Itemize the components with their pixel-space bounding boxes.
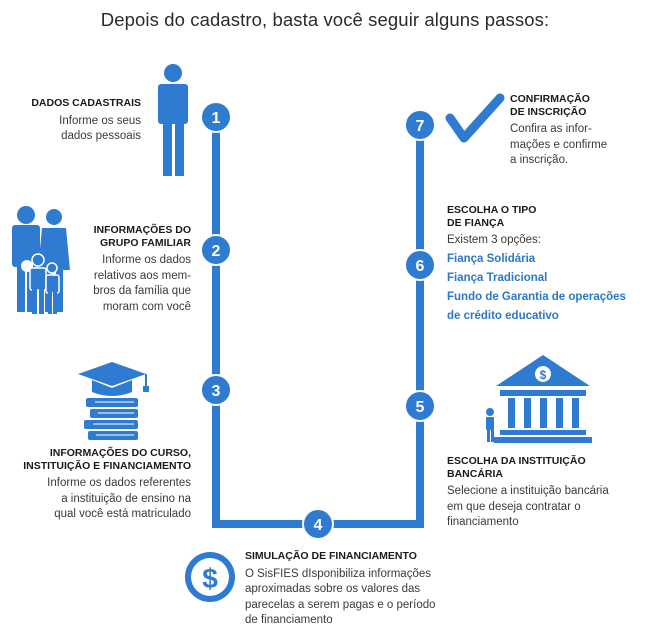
step-4-description-line: aproximadas sobre os valores das xyxy=(245,583,421,595)
step-3-heading: INSTITUIÇÃO E FINANCIAMENTO xyxy=(23,459,191,472)
step-5-description-line: em que deseja contratar o xyxy=(447,500,581,513)
step-2-text: INFORMAÇÕES DO GRUPO FAMILIAR Informe os… xyxy=(70,224,191,315)
step-number-4: 4 xyxy=(314,517,323,534)
step-6-description-line: Existem 3 opções: xyxy=(447,234,541,246)
step-7-text: CONFIRMAÇÃO DE INSCRIÇÃO Confira as info… xyxy=(510,93,645,169)
step-3-description-line: qual você está matriculado xyxy=(54,508,191,520)
step-number-5: 5 xyxy=(416,399,425,416)
step-2-description-line: Informe os dados xyxy=(102,254,191,266)
step-3-heading: INFORMAÇÕES DO CURSO, xyxy=(49,447,191,459)
fianca-option: de crédito educativo xyxy=(447,309,559,322)
step-2-heading: INFORMAÇÕES DO xyxy=(93,224,191,236)
svg-text:$: $ xyxy=(540,368,547,382)
step-2-description-line: bros da família que xyxy=(93,285,191,297)
step-marker-7: 7 xyxy=(404,109,436,141)
graduation-books-icon xyxy=(78,362,149,440)
step-1-description-line: dados pessoais xyxy=(61,130,141,142)
step-number-3: 3 xyxy=(212,383,221,400)
step-5-heading: BANCÁRIA xyxy=(447,467,503,480)
checkmark-icon xyxy=(445,93,505,143)
step-number-1: 1 xyxy=(212,110,221,127)
step-7-heading: DE INSCRIÇÃO xyxy=(510,105,587,118)
step-marker-4: 4 xyxy=(302,508,334,540)
step-number-6: 6 xyxy=(416,258,425,275)
step-1-description-line: Informe os seus xyxy=(59,114,141,127)
step-5-description-line: financiamento xyxy=(447,516,519,528)
step-marker-3: 3 xyxy=(200,374,232,406)
step-4-heading: SIMULAÇÃO DE FINANCIAMENTO xyxy=(245,550,417,562)
step-5-text: ESCOLHA DA INSTITUIÇÃO BANCÁRIA Selecion… xyxy=(447,455,642,531)
step-1-text: DADOS CADASTRAIS Informe os seus dados p… xyxy=(10,97,141,145)
step-3-description-line: Informe os dados referentes xyxy=(47,477,191,489)
person-icon xyxy=(158,64,188,176)
svg-text:$: $ xyxy=(202,563,218,594)
fianca-option: Fiança Solidária xyxy=(447,252,536,265)
step-4-text: SIMULAÇÃO DE FINANCIAMENTO O SisFIES dIs… xyxy=(245,550,475,629)
dollar-circle-icon: $ xyxy=(185,552,235,602)
family-icon xyxy=(12,206,70,314)
step-number-2: 2 xyxy=(212,243,221,260)
step-2-heading: GRUPO FAMILIAR xyxy=(100,236,191,249)
flow-path xyxy=(212,117,424,528)
step-7-heading: CONFIRMAÇÃO xyxy=(510,93,590,105)
step-5-heading: ESCOLHA DA INSTITUIÇÃO xyxy=(447,455,586,467)
fianca-option: Fiança Tradicional xyxy=(447,271,548,284)
step-1-heading: DADOS CADASTRAIS xyxy=(31,97,141,109)
step-7-description-line: mações e confirme xyxy=(510,138,608,151)
step-4-description-line: parecelas a serem pagas e o período xyxy=(245,598,436,611)
step-marker-1: 1 xyxy=(200,101,232,133)
step-4-description-line: de financiamento xyxy=(245,614,333,626)
step-marker-2: 2 xyxy=(200,234,232,266)
step-4-description-line: O SisFIES dIsponibiliza informações xyxy=(245,567,431,580)
step-marker-6: 6 xyxy=(404,249,436,281)
step-3-text: INFORMAÇÕES DO CURSO, INSTITUIÇÃO E FINA… xyxy=(10,447,191,523)
bank-icon: $ xyxy=(486,355,592,443)
page-title: Depois do cadastro, basta você seguir al… xyxy=(100,9,550,30)
step-6-text: ESCOLHA O TIPO DE FIANÇA Existem 3 opçõe… xyxy=(447,204,647,326)
step-6-heading: ESCOLHA O TIPO xyxy=(447,204,537,216)
step-marker-5: 5 xyxy=(404,390,436,422)
step-2-description-line: relativos aos mem- xyxy=(93,269,191,282)
fianca-option: Fundo de Garantia de operações xyxy=(447,290,626,303)
step-number-7: 7 xyxy=(416,118,425,135)
step-7-description-line: a inscrição. xyxy=(510,154,569,166)
step-7-description-line: Confira as infor- xyxy=(510,123,592,135)
step-2-description-line: moram com você xyxy=(102,300,191,313)
step-5-description-line: Selecione a instituição bancária xyxy=(447,485,609,497)
step-3-description-line: a instituição de ensino na xyxy=(61,492,191,505)
step-6-heading: DE FIANÇA xyxy=(447,216,505,229)
